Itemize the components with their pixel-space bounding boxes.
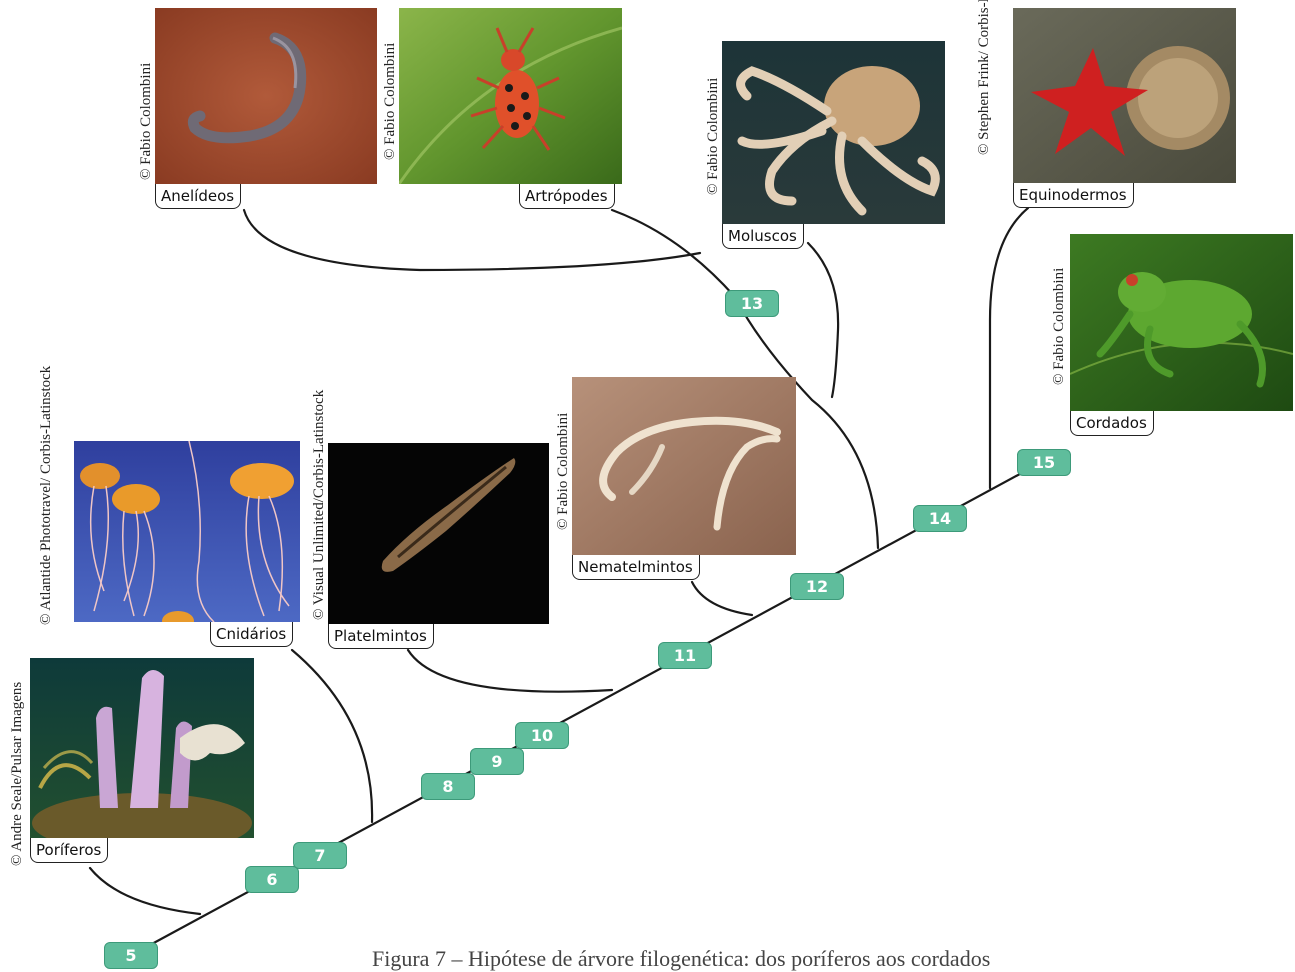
branch-equinodermos bbox=[990, 208, 1028, 488]
node-badge-5: 5 bbox=[104, 942, 158, 969]
branch-platelmintos bbox=[408, 650, 612, 692]
poriferos-label: Poríferos bbox=[30, 838, 108, 863]
cnidarios-credit: © Atlantide Phototravel/ Corbis-Latinsto… bbox=[38, 366, 54, 625]
node-badge-15: 15 bbox=[1017, 449, 1071, 476]
poriferos-photo bbox=[30, 658, 254, 838]
branch-moluscos bbox=[808, 243, 838, 397]
poriferos-credit: © Andre Seale/Pulsar Imagens bbox=[9, 682, 25, 866]
platelmintos-credit: © Visual Unlimited/Corbis-Latinstock bbox=[311, 390, 327, 620]
nematelmintos-label: Nematelmintos bbox=[572, 555, 700, 580]
node-badge-11: 11 bbox=[658, 642, 712, 669]
artropodes-label: Artrópodes bbox=[519, 184, 615, 209]
cnidarios-label: Cnidários bbox=[210, 622, 293, 647]
branch-nematelmintos bbox=[692, 582, 752, 615]
equinodermos-label: Equinodermos bbox=[1013, 183, 1134, 208]
node-badge-9: 9 bbox=[470, 748, 524, 775]
anelideos-credit: © Fabio Colombini bbox=[138, 63, 154, 180]
moluscos-credit: © Fabio Colombini bbox=[705, 78, 721, 195]
node-badge-14: 14 bbox=[913, 505, 967, 532]
artropodes-photo bbox=[399, 8, 622, 184]
branch-artropodes bbox=[612, 210, 735, 297]
artropodes-credit: © Fabio Colombini bbox=[382, 43, 398, 160]
cnidarios-photo bbox=[74, 441, 300, 622]
nematelmintos-photo bbox=[572, 377, 796, 555]
equinodermos-photo bbox=[1013, 8, 1236, 183]
node-badge-10: 10 bbox=[515, 722, 569, 749]
node-badge-12: 12 bbox=[790, 573, 844, 600]
platelmintos-label: Platelmintos bbox=[328, 624, 434, 649]
node-badge-6: 6 bbox=[245, 866, 299, 893]
branch-poriferos bbox=[90, 868, 200, 914]
moluscos-photo bbox=[722, 41, 945, 224]
nematelmintos-credit: © Fabio Colombini bbox=[555, 413, 571, 530]
cordados-credit: © Fabio Colombini bbox=[1051, 268, 1067, 385]
cordados-photo bbox=[1070, 234, 1293, 411]
cordados-label: Cordados bbox=[1070, 411, 1154, 436]
moluscos-label: Moluscos bbox=[722, 224, 804, 249]
anelideos-photo bbox=[155, 8, 377, 184]
equinodermos-credit: © Stephen Frink/ Corbis-Latinstock bbox=[976, 0, 992, 155]
anelideos-label: Anelídeos bbox=[155, 184, 241, 209]
figure-caption: Figura 7 – Hipótese de árvore filogenéti… bbox=[372, 946, 990, 972]
node-badge-7: 7 bbox=[293, 842, 347, 869]
platelmintos-photo bbox=[328, 443, 549, 624]
node-badge-8: 8 bbox=[421, 773, 475, 800]
node-badge-13: 13 bbox=[725, 290, 779, 317]
branch-cnidarios bbox=[292, 650, 372, 822]
